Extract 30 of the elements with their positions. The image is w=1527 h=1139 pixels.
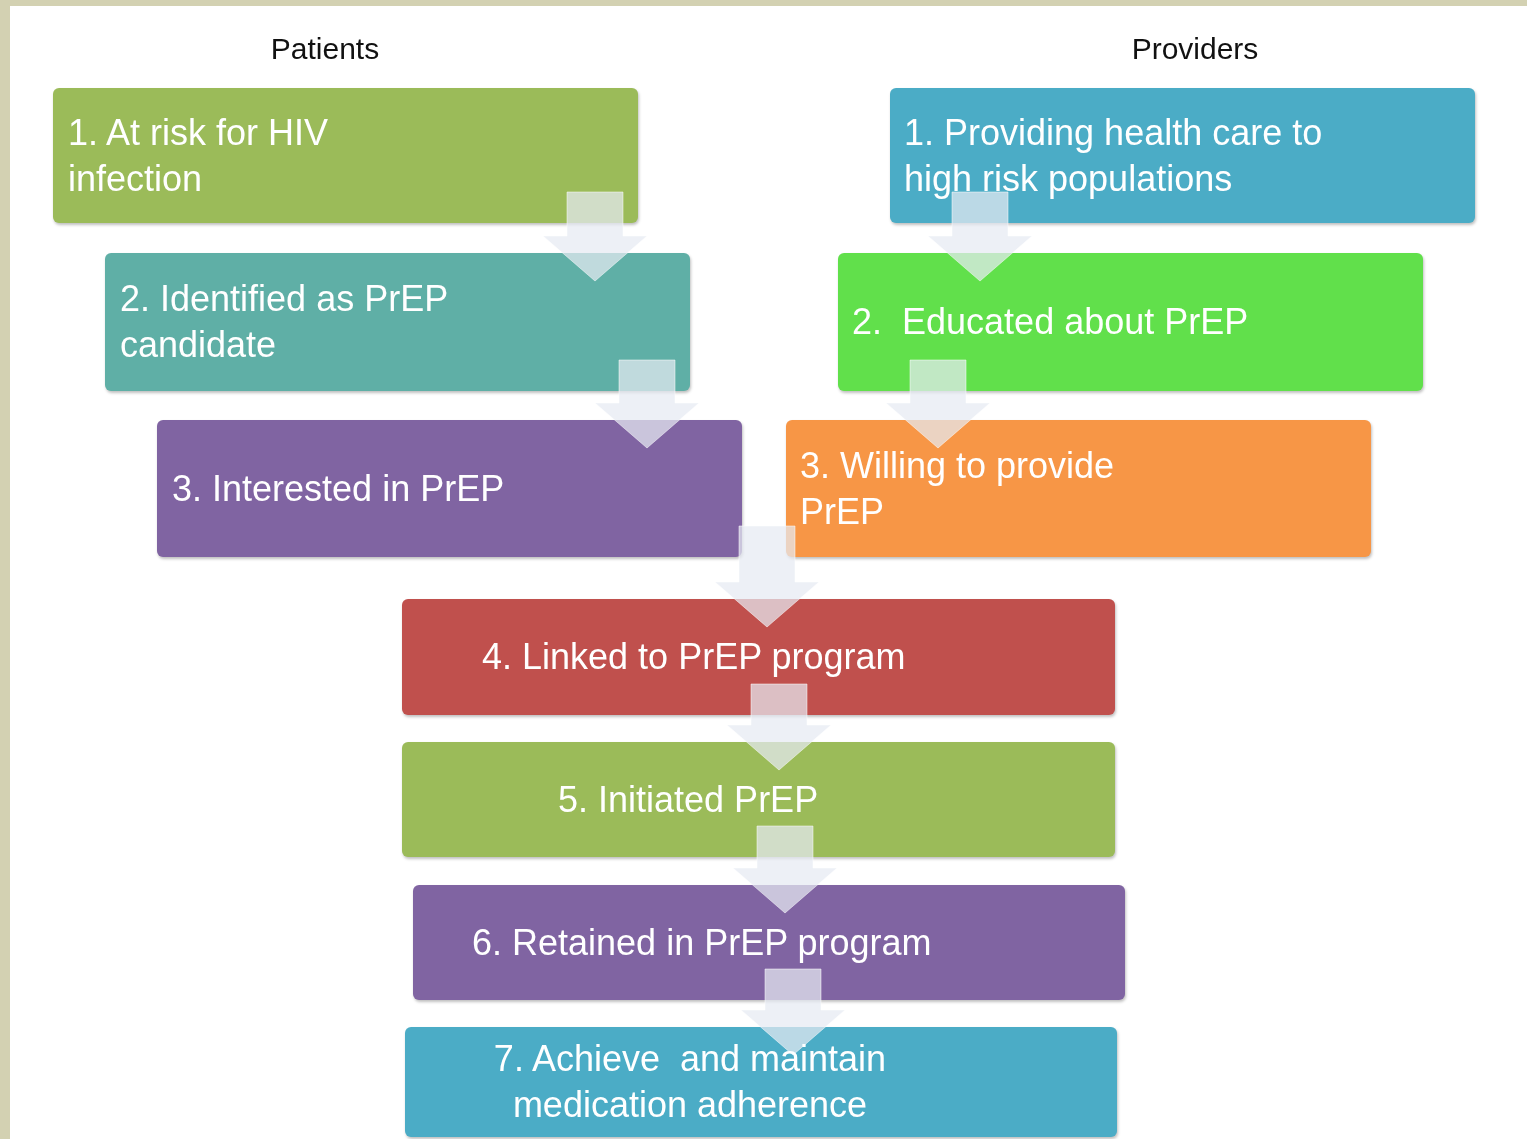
step-box [786, 420, 1371, 557]
step-box [105, 253, 690, 391]
step-box [405, 1027, 1117, 1137]
block-arrow [740, 968, 846, 1056]
step-box [157, 420, 742, 557]
block-arrow [927, 191, 1033, 282]
step-text: 3. Willing to provide PrEP [800, 443, 1116, 534]
block-arrow [732, 825, 838, 914]
step-text: 3. Interested in PrEP [172, 466, 506, 511]
column-heading: Providers [1130, 32, 1260, 66]
block-arrow [594, 359, 700, 449]
block-arrow [885, 359, 991, 449]
block-arrow [714, 525, 820, 628]
step-text: 7. Achieve and maintain medication adherence [492, 1037, 888, 1127]
block-arrow [726, 683, 832, 771]
step-box [413, 885, 1125, 1000]
step-text: 6. Retained in PrEP program [472, 920, 933, 965]
step-text: 1. At risk for HIV infection [68, 110, 330, 201]
step-text: 5. Initiated PrEP [558, 777, 820, 822]
step-box [890, 88, 1475, 223]
step-text: 2. Educated about PrEP [852, 300, 1250, 344]
step-text: 2. Identified as PrEP candidate [120, 277, 449, 367]
step-box [53, 88, 638, 223]
step-box [402, 599, 1115, 715]
step-box [402, 742, 1115, 857]
step-text: 1. Providing health care to high risk populations [904, 110, 1324, 201]
column-heading: Patients [269, 32, 381, 66]
step-box [838, 253, 1423, 391]
step-text: 4. Linked to PrEP program [482, 635, 907, 679]
block-arrow [542, 191, 648, 282]
